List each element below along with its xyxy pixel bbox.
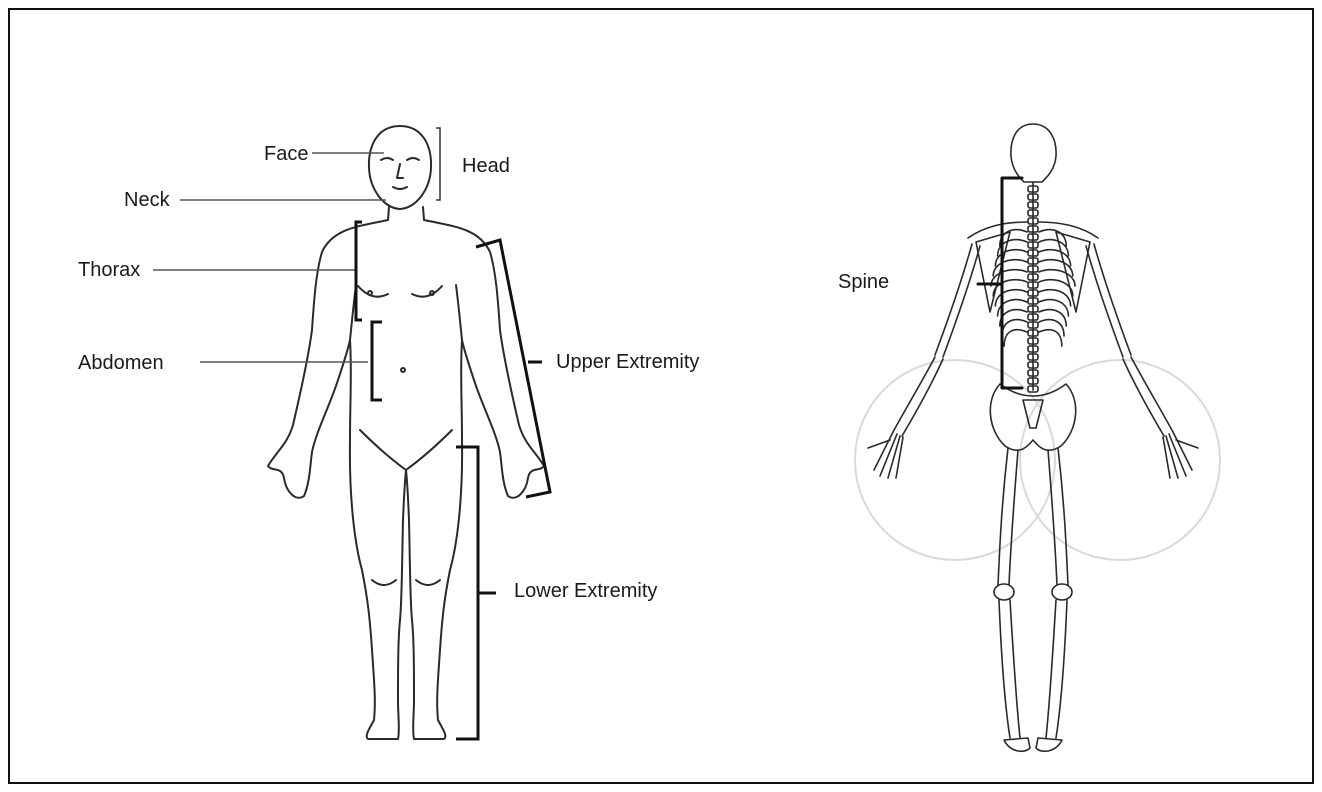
head-label: Head xyxy=(462,156,510,176)
inner-arm-right xyxy=(456,285,462,340)
rib-left xyxy=(1002,320,1027,336)
nose xyxy=(397,164,403,178)
femur-right xyxy=(1058,448,1068,585)
thorax-bracket xyxy=(356,222,362,320)
rib-right xyxy=(1039,330,1062,346)
foot-right xyxy=(1036,738,1062,751)
thorax-label: Thorax xyxy=(78,260,140,280)
knee-right-bone xyxy=(1052,584,1072,600)
femur-left-b xyxy=(1009,450,1018,585)
eye-right xyxy=(407,158,419,160)
rib-right xyxy=(1039,300,1068,316)
nipple-right xyxy=(430,291,434,295)
rib-left xyxy=(1000,310,1027,326)
femur-right-b xyxy=(1048,450,1057,585)
abdomen-label: Abdomen xyxy=(78,353,164,373)
forearm-right-b xyxy=(1123,359,1164,436)
nipple-left xyxy=(368,291,372,295)
skull xyxy=(1011,124,1056,182)
rib-right xyxy=(1039,310,1066,326)
halo-right xyxy=(1020,360,1220,560)
head-bracket xyxy=(436,128,440,200)
forearm-right xyxy=(1131,357,1173,432)
hand-right xyxy=(1163,432,1198,478)
tibia-right xyxy=(1056,600,1067,738)
humerus-left-b xyxy=(943,246,980,357)
spine-label: Spine xyxy=(838,272,889,292)
knee-right xyxy=(416,580,440,585)
tibia-right-b xyxy=(1046,600,1056,738)
navel xyxy=(401,368,405,372)
rib-left xyxy=(1004,330,1027,346)
foot-left xyxy=(1004,738,1030,751)
neck-label: Neck xyxy=(124,190,170,210)
lower-extremity-label: Lower Extremity xyxy=(514,581,657,601)
face-label: Face xyxy=(264,144,308,164)
skeleton-back-figure xyxy=(855,124,1220,751)
halo-left xyxy=(855,360,1055,560)
knee-left-bone xyxy=(994,584,1014,600)
rib-left xyxy=(995,290,1027,306)
knee-left xyxy=(372,580,396,585)
body-front-figure xyxy=(268,126,544,739)
front-brackets xyxy=(356,222,550,739)
tibia-left-b xyxy=(1010,600,1020,738)
rib-right xyxy=(1039,320,1064,336)
tibia-left xyxy=(999,600,1010,738)
groin-line xyxy=(360,430,452,470)
upper-extremity-label: Upper Extremity xyxy=(556,352,699,372)
abdomen-bracket xyxy=(372,322,382,400)
lower-extremity-bracket xyxy=(456,447,478,739)
femur-left xyxy=(998,448,1008,585)
eye-left xyxy=(381,158,393,160)
humerus-right xyxy=(1094,244,1131,355)
hand-left xyxy=(868,432,903,478)
pelvis xyxy=(990,384,1075,450)
spine-bracket xyxy=(978,178,1022,388)
mouth xyxy=(393,187,407,189)
body-outline xyxy=(268,207,544,739)
humerus-right-b xyxy=(1086,246,1123,357)
pectoral-left xyxy=(358,286,388,297)
humerus-left xyxy=(935,244,972,355)
rib-right xyxy=(1039,290,1071,306)
pectoral-right xyxy=(412,286,442,297)
